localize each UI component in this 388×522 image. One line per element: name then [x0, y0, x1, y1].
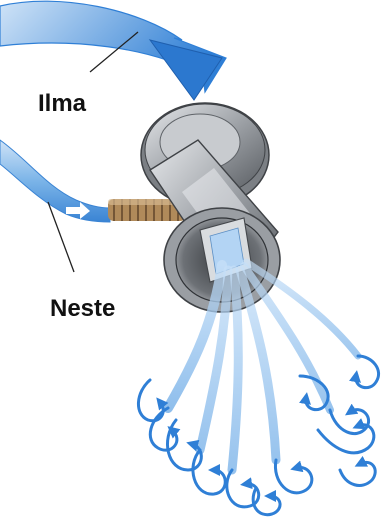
liquid-tube [0, 140, 110, 222]
swirl-12 [340, 462, 375, 485]
swirl-6 [330, 410, 369, 434]
spray-swirls [138, 356, 378, 515]
liquid-label: Neste [50, 295, 115, 322]
swirl-3 [193, 450, 225, 494]
swirl-2 [167, 420, 201, 470]
air-flow-arrow [0, 1, 226, 100]
swirl-5 [275, 460, 311, 493]
swirl-7 [356, 356, 379, 388]
air-label: Ilma [38, 90, 87, 117]
